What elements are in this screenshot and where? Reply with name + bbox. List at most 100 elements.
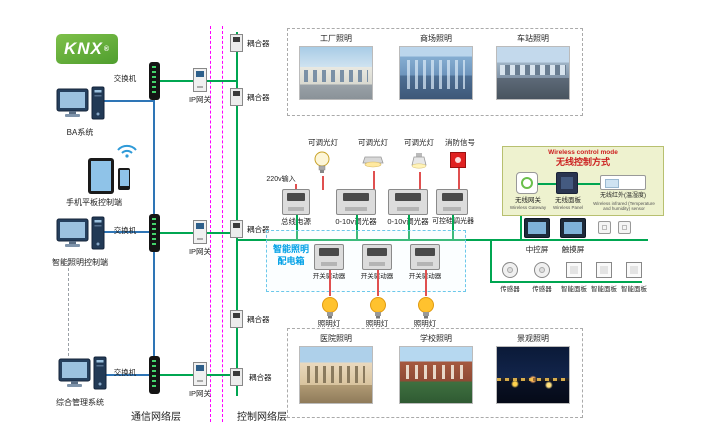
lan-line — [104, 231, 154, 233]
wireless-device-label-en: Wireless Gateway — [509, 205, 547, 210]
wireless-device-label-zh: 无线红外(温湿度) — [600, 193, 646, 199]
lamp-icon — [418, 297, 434, 319]
bus-stub-line — [452, 215, 454, 240]
coupler-icon — [230, 368, 243, 386]
scene-label: 医院照明 — [320, 334, 352, 343]
fire-signal-label: 消防信号 — [445, 138, 475, 147]
scene-photo-school — [399, 346, 473, 404]
terminal-label-ba: BA系统 — [66, 128, 94, 137]
din-module-triac-dimmer — [436, 189, 468, 215]
gateway-label: IP网关 — [188, 247, 212, 256]
wall-switch-icon — [598, 221, 611, 234]
coupler-label: 耦合器 — [249, 373, 272, 382]
sensor-label: 传感器 — [500, 286, 520, 293]
lan-line — [104, 100, 154, 102]
lan-line — [106, 374, 154, 376]
scene-label: 车站照明 — [517, 34, 549, 43]
coupler-icon — [230, 310, 243, 328]
tablet-icon — [88, 158, 114, 194]
sensor-icon — [534, 262, 550, 278]
fire-wire-line — [458, 168, 460, 190]
phone-icon — [118, 168, 130, 190]
coupler-label: 耦合器 — [247, 315, 270, 324]
spotlight-icon — [411, 153, 427, 169]
sensor-label: 传感器 — [532, 286, 552, 293]
scene-photo-factory — [299, 46, 373, 100]
scene-label: 景观照明 — [517, 334, 549, 343]
coupler-label: 耦合器 — [247, 39, 270, 48]
panel-label: 智能面板 — [621, 286, 647, 293]
fire-alarm-icon — [450, 152, 466, 168]
network-switch-icon — [149, 356, 160, 394]
smart-panel-icon — [566, 262, 582, 278]
switch-label: 交换机 — [113, 368, 137, 377]
top-scenes-box — [287, 28, 583, 116]
wire-line — [425, 270, 427, 296]
module-label: 0-10v调光器 — [382, 217, 434, 227]
module-label: 0-10v调光器 — [330, 217, 382, 227]
scene-label: 商场照明 — [420, 34, 452, 43]
switch-label: 交换机 — [113, 226, 137, 235]
wireless-device-label-en: Wireless infrared (Temperature and humid… — [593, 201, 655, 212]
gateway-label: IP网关 — [188, 389, 212, 398]
scene-photo-hospital — [299, 346, 373, 404]
scene-photo-mall — [399, 46, 473, 100]
ip-gateway-icon — [193, 68, 207, 92]
din-module-dimmer — [336, 189, 376, 215]
wireless-title-zh: 无线控制方式 — [555, 157, 610, 167]
knx-logo: KNX® — [56, 34, 118, 64]
wifi-icon — [117, 144, 137, 158]
bus-stub-line — [520, 216, 522, 239]
terminal-label-mobile: 手机平板控制端 — [66, 198, 122, 207]
wire-line — [373, 171, 375, 190]
terminal-label-management: 综合管理系统 — [56, 398, 104, 407]
din-module-dimmer — [388, 189, 428, 215]
scene-photo-landscape — [496, 346, 570, 404]
ip-gateway-icon — [193, 362, 207, 386]
din-module-switch-actuator — [362, 244, 392, 270]
scene-label: 学校照明 — [420, 334, 452, 343]
gateway-label: IP网关 — [188, 95, 212, 104]
lamp-icon — [322, 297, 338, 319]
smart-panel-icon — [596, 262, 612, 278]
smart-panel-icon — [626, 262, 642, 278]
din-module-switch-actuator — [314, 244, 344, 270]
layer-label-control: 控制网络层 — [237, 412, 287, 423]
coupler-icon — [230, 220, 243, 238]
screen-label: 中控屏 — [525, 245, 549, 254]
lamp-icon — [370, 297, 386, 319]
screen-label: 触摸屏 — [561, 245, 585, 254]
dashed-link-line — [68, 258, 69, 356]
network-switch-icon — [149, 62, 160, 100]
coupler-label: 耦合器 — [247, 93, 270, 102]
ip-gateway-icon — [193, 220, 207, 244]
wireless-title-en: Wireless control mode — [548, 149, 618, 156]
wall-switch-icon — [618, 221, 631, 234]
central-control-screen-icon — [524, 218, 550, 238]
wireless-device-label-zh: 无线网关 — [515, 197, 541, 204]
computer-icon — [56, 86, 105, 120]
lamp-label: 可调光灯 — [404, 138, 434, 147]
coupler-label: 耦合器 — [247, 225, 270, 234]
din-module-switch-actuator — [410, 244, 440, 270]
terminal-label-lighting: 智能照明控制端 — [52, 258, 108, 267]
wire-line — [377, 270, 379, 296]
bus-stub-line — [296, 215, 298, 240]
lamp-label: 可调光灯 — [308, 138, 338, 147]
panel-label: 智能面板 — [561, 286, 587, 293]
wireless-gateway-icon — [516, 172, 538, 194]
wire-line — [419, 172, 421, 190]
computer-icon — [56, 216, 105, 250]
downlight-icon — [362, 156, 384, 168]
wireless-sensor-icon — [600, 175, 646, 190]
knx-logo-text: KNX — [63, 39, 103, 58]
bottom-lamp-label: 照明灯 — [317, 319, 341, 328]
wire-line — [322, 176, 324, 190]
layer-divider-line — [222, 26, 223, 422]
registered-mark: ® — [103, 45, 111, 53]
dimmable-bulb-icon — [314, 151, 330, 173]
bottom-lamp-label: 照明灯 — [413, 319, 437, 328]
bus-stub-line — [490, 241, 492, 283]
bus-stub-line — [356, 215, 358, 240]
